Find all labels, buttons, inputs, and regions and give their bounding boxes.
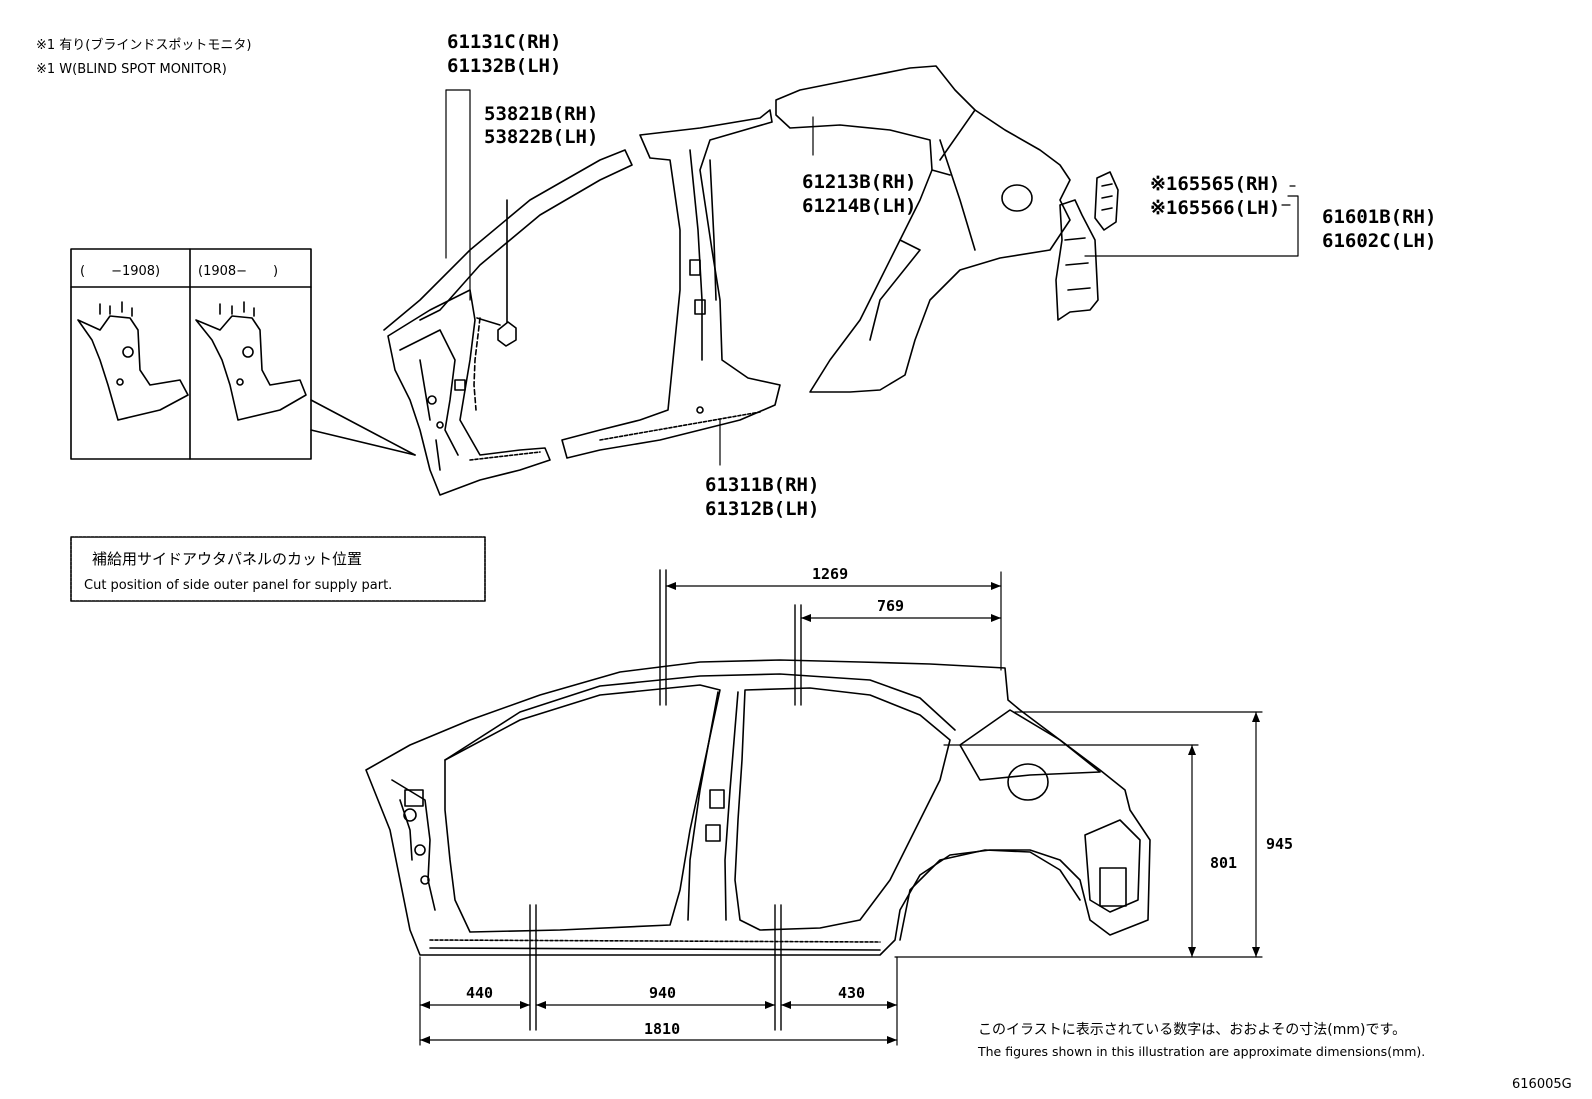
part-61312b: 61312B(LH) <box>705 498 819 520</box>
note-line-en: ※1 W(BLIND SPOT MONITOR) <box>36 62 227 77</box>
cut-lines <box>529 569 802 1031</box>
part-61601b: 61601B(RH) <box>1322 206 1436 228</box>
part-61132b: 61132B(LH) <box>447 55 561 77</box>
part-61131c: 61131C(RH) <box>447 31 561 53</box>
cut-position-jp: 補給用サイドアウタパネルのカット位置 <box>92 550 362 568</box>
bracket-drawing <box>497 199 517 347</box>
dim-440: 440 <box>466 984 493 1002</box>
quarter-panel-drawing <box>775 65 1071 393</box>
dim-1269: 1269 <box>812 565 848 583</box>
rear-bracket-drawing <box>1055 199 1099 321</box>
footer-note-jp: このイラストに表示されている数字は、おおよその寸法(mm)です。 <box>978 1022 1406 1038</box>
part-65566: ※165566(LH) <box>1150 197 1280 219</box>
dim-1810: 1810 <box>644 1020 680 1038</box>
bsm-bracket-drawing <box>1094 171 1119 231</box>
part-53822b: 53822B(LH) <box>484 126 598 148</box>
dim-801: 801 <box>1210 854 1237 872</box>
note-line-jp: ※1 有り(ブラインドスポットモニタ) <box>36 37 251 53</box>
illustration-code: 616005G <box>1512 1077 1572 1092</box>
part-61214b: 61214B(LH) <box>802 195 916 217</box>
part-61602c: 61602C(LH) <box>1322 230 1436 252</box>
dim-430: 430 <box>838 984 865 1002</box>
inset-detail-box <box>70 248 416 460</box>
dimension-arrows <box>420 582 1260 1044</box>
part-53821b: 53821B(RH) <box>484 103 598 125</box>
footer-note-en: The figures shown in this illustration a… <box>977 1044 1425 1059</box>
part-65565: ※165565(RH) <box>1150 173 1280 195</box>
front-pillar-drawing <box>383 149 633 496</box>
dim-945: 945 <box>1266 835 1293 853</box>
dimension-lines <box>419 571 1263 1046</box>
part-61311b: 61311B(RH) <box>705 474 819 496</box>
dim-769: 769 <box>877 597 904 615</box>
cut-position-box <box>70 536 486 602</box>
inset-label-after: (1908− ) <box>198 264 278 279</box>
leader-lines <box>445 89 1299 466</box>
part-61213b: 61213B(RH) <box>802 171 916 193</box>
dim-940: 940 <box>649 984 676 1002</box>
cut-position-en: Cut position of side outer panel for sup… <box>84 578 392 593</box>
inset-label-before: ( −1908) <box>80 264 160 279</box>
side-outer-panel-drawing <box>365 659 1151 956</box>
